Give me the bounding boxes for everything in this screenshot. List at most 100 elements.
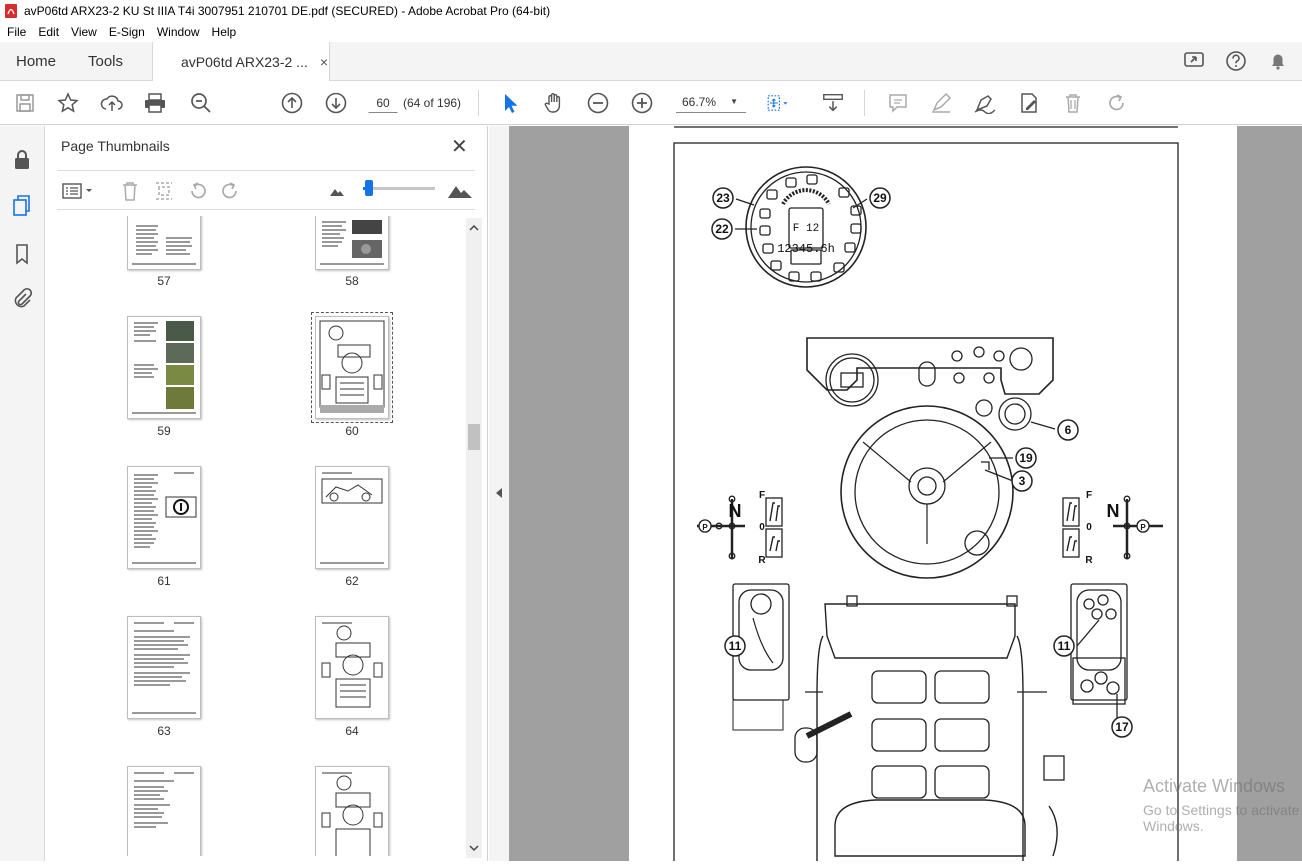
window-title: avP06td ARX23-2 KU St IIIA T4i 3007951 2… <box>24 4 551 18</box>
menu-edit[interactable]: Edit <box>38 25 60 39</box>
callout-label: 22 <box>715 222 729 236</box>
thumbnail-page-64[interactable] <box>315 616 389 719</box>
shift-forward-right: F <box>1086 490 1092 501</box>
thumbnail-label: 59 <box>157 424 171 438</box>
previous-page-icon[interactable] <box>280 91 304 115</box>
zoom-level-select[interactable]: 66.7% ▼ <box>676 91 746 113</box>
callout-label: 3 <box>1019 474 1026 488</box>
tab-document[interactable]: avP06td ARX23-2 ... × <box>152 42 330 82</box>
thumbnail-toolbar <box>57 170 475 210</box>
toolbar-divider <box>478 90 479 116</box>
operator-controls-diagram: 23 29 22 6 19 3 11 11 17 N F 0 R P N F 0… <box>673 126 1179 864</box>
extract-page-icon[interactable] <box>153 179 175 203</box>
pdf-page[interactable]: 23 29 22 6 19 3 11 11 17 N F 0 R P N F 0… <box>629 126 1237 864</box>
tab-document-label: avP06td ARX23-2 ... <box>181 54 308 70</box>
next-page-icon[interactable] <box>324 91 348 115</box>
redo-icon[interactable] <box>1105 91 1129 115</box>
zoom-level-value: 66.7% <box>682 95 717 109</box>
save-icon[interactable] <box>13 91 37 115</box>
delete-page-icon[interactable] <box>119 179 141 203</box>
thumbnail-size-slider-handle[interactable] <box>365 180 373 196</box>
activate-windows-watermark: Activate Windows <box>1143 776 1286 796</box>
shift-zero-right: 0 <box>1086 522 1092 533</box>
thumbnail-label: 64 <box>345 724 359 738</box>
draw-sign-icon[interactable] <box>973 91 997 115</box>
zoom-in-icon[interactable] <box>630 91 654 115</box>
chevron-down-icon: ▼ <box>730 97 738 106</box>
lock-icon[interactable] <box>10 148 34 172</box>
menu-view[interactable]: View <box>71 25 97 39</box>
print-icon[interactable] <box>143 91 167 115</box>
menu-window[interactable]: Window <box>156 25 200 39</box>
panel-close-button[interactable]: ✕ <box>451 136 468 158</box>
thumbnail-page-62[interactable] <box>315 466 389 569</box>
select-cursor-icon[interactable] <box>498 91 522 115</box>
menu-help[interactable]: Help <box>211 25 237 39</box>
rotate-right-icon[interactable] <box>219 179 241 203</box>
page-thumbnails-panel: Page Thumbnails ✕ 57 58 59 60 <box>45 126 488 861</box>
thumbnail-options-icon[interactable] <box>61 181 95 201</box>
rotate-left-icon[interactable] <box>187 179 209 203</box>
bookmark-icon[interactable] <box>10 242 34 266</box>
comment-icon[interactable] <box>886 91 910 115</box>
attachment-paperclip-icon[interactable] <box>10 286 34 310</box>
notification-bell-icon[interactable] <box>1268 51 1288 71</box>
park-left: P <box>702 523 708 532</box>
panel-collapse-strip[interactable] <box>489 126 509 861</box>
callout-group <box>698 187 1150 738</box>
scroll-mode-icon[interactable] <box>821 91 845 115</box>
zoom-out-icon[interactable] <box>586 91 610 115</box>
thumbnail-label: 62 <box>345 574 359 588</box>
zoom-search-icon[interactable] <box>189 91 213 115</box>
cloud-upload-icon[interactable] <box>100 91 124 115</box>
menu-file[interactable]: File <box>7 25 27 39</box>
tab-tools[interactable]: Tools <box>88 53 124 70</box>
highlight-pen-icon[interactable] <box>929 91 953 115</box>
lcd-hours-readout: 12345.6h <box>777 242 835 256</box>
activate-windows-subtext: Go to Settings to activate Windows. <box>1143 802 1300 834</box>
thumbnail-label: 63 <box>157 724 171 738</box>
park-right: P <box>1140 523 1146 532</box>
thumbnail-page-60[interactable] <box>311 312 393 423</box>
thumbnail-label: 60 <box>345 424 359 438</box>
menu-esign[interactable]: E-Sign <box>108 25 145 39</box>
help-icon[interactable] <box>1225 50 1247 72</box>
callout-label: 11 <box>1058 639 1071 653</box>
tab-home[interactable]: Home <box>16 53 57 70</box>
callout-label: 17 <box>1115 720 1129 734</box>
thumbnail-page-58[interactable] <box>315 216 389 270</box>
scrollbar-thumb[interactable] <box>468 424 480 450</box>
fit-page-icon[interactable] <box>765 91 789 115</box>
large-mountain-icon <box>448 186 472 198</box>
callout-label: 6 <box>1065 423 1072 437</box>
thumbnail-page-63[interactable] <box>127 616 201 719</box>
hand-tool-icon[interactable] <box>542 91 566 115</box>
thumbnail-page-65[interactable] <box>127 766 201 856</box>
thumbnail-page-57[interactable] <box>127 216 201 270</box>
page-number-input[interactable]: 60 <box>368 91 398 113</box>
share-screen-icon[interactable] <box>1183 50 1207 72</box>
scroll-up-arrow-icon[interactable] <box>468 222 480 234</box>
collapse-arrow-icon[interactable] <box>494 487 504 499</box>
edit-pdf-icon[interactable] <box>1017 91 1041 115</box>
tab-bar: Home Tools avP06td ARX23-2 ... × <box>0 42 1302 82</box>
scroll-down-arrow-icon[interactable] <box>468 842 480 854</box>
shift-zero-left: 0 <box>759 522 765 533</box>
thumbnail-label: 61 <box>157 574 171 588</box>
bookmark-star-icon[interactable] <box>56 91 80 115</box>
callout-label: 29 <box>873 191 887 205</box>
page-thumbnails-icon[interactable] <box>10 194 34 218</box>
delete-trash-icon[interactable] <box>1061 91 1085 115</box>
lcd-gear-readout: F 12 <box>793 223 819 235</box>
thumbnail-page-61[interactable] <box>127 466 201 569</box>
thumbnail-scrollbar[interactable] <box>466 218 482 858</box>
shift-forward-left: F <box>759 490 765 501</box>
callout-label: 11 <box>729 639 742 653</box>
thumbnail-page-59[interactable] <box>127 316 201 419</box>
shift-neutral-left: N <box>729 501 742 521</box>
menu-bar: File Edit View E-Sign Window Help <box>0 22 1302 42</box>
thumbnail-page-66[interactable] <box>315 766 389 856</box>
tab-close-button[interactable]: × <box>319 54 329 70</box>
thumbnail-size-slider[interactable] <box>363 187 435 190</box>
shift-neutral-right: N <box>1107 501 1120 521</box>
